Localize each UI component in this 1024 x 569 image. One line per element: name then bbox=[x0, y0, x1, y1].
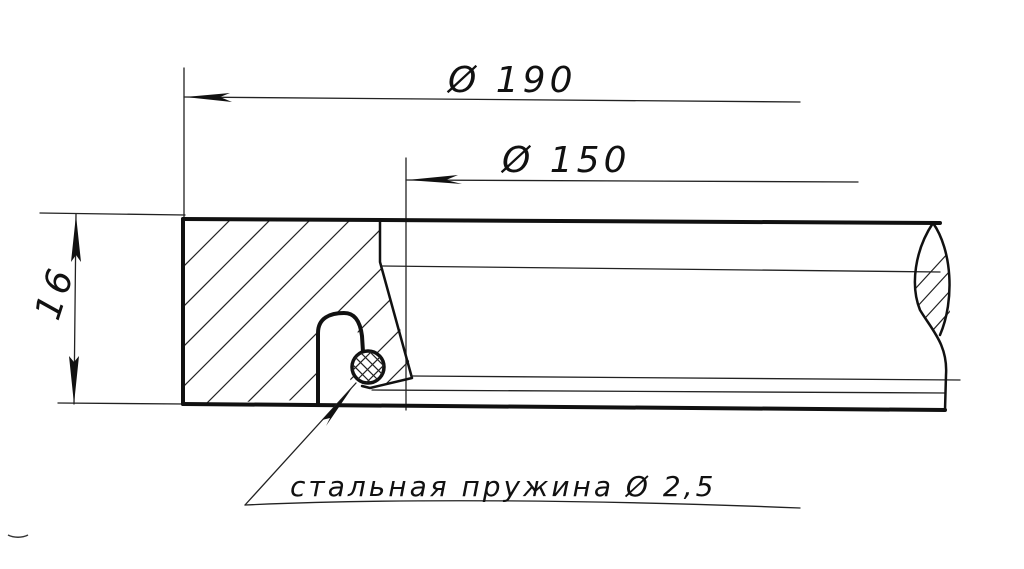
arrow-icon bbox=[322, 388, 352, 426]
callout-underline bbox=[244, 500, 801, 509]
inner-line-upper bbox=[381, 265, 941, 273]
steel-spring bbox=[350, 349, 386, 385]
arrow-icon bbox=[407, 175, 462, 184]
break-line bbox=[913, 221, 951, 412]
spring-groove bbox=[316, 311, 365, 406]
arrow-icon bbox=[185, 93, 232, 102]
break-hatching bbox=[914, 239, 951, 350]
top-edge bbox=[181, 217, 942, 225]
outer-diameter-label: Ø 190 bbox=[446, 60, 577, 101]
dimension-outer-diameter: Ø 190 bbox=[183, 60, 801, 221]
dimension-height: 16 bbox=[28, 212, 186, 405]
lip-profile bbox=[360, 219, 414, 390]
inner-diameter-label: Ø 150 bbox=[500, 140, 631, 181]
arrow-up-icon bbox=[71, 215, 81, 262]
break-curve-right bbox=[931, 221, 951, 337]
section-hatching bbox=[183, 219, 412, 404]
stray-mark bbox=[7, 534, 29, 538]
dimension-line bbox=[183, 96, 801, 103]
dimension-line bbox=[405, 179, 859, 183]
dimension-inner-diameter: Ø 150 bbox=[405, 140, 859, 411]
inner-line-lip bbox=[371, 389, 946, 394]
spring-callout: стальная пружина Ø 2,5 bbox=[244, 382, 801, 509]
break-curve-left bbox=[913, 221, 948, 412]
leader-line bbox=[244, 382, 357, 506]
extension-line bbox=[39, 212, 186, 216]
spring-callout-label: стальная пружина Ø 2,5 bbox=[290, 470, 716, 503]
bottom-edge bbox=[181, 402, 947, 412]
seal-section bbox=[181, 217, 961, 412]
inner-line-lower bbox=[411, 375, 961, 381]
extension-line bbox=[57, 402, 186, 405]
arrow-down-icon bbox=[69, 356, 79, 404]
